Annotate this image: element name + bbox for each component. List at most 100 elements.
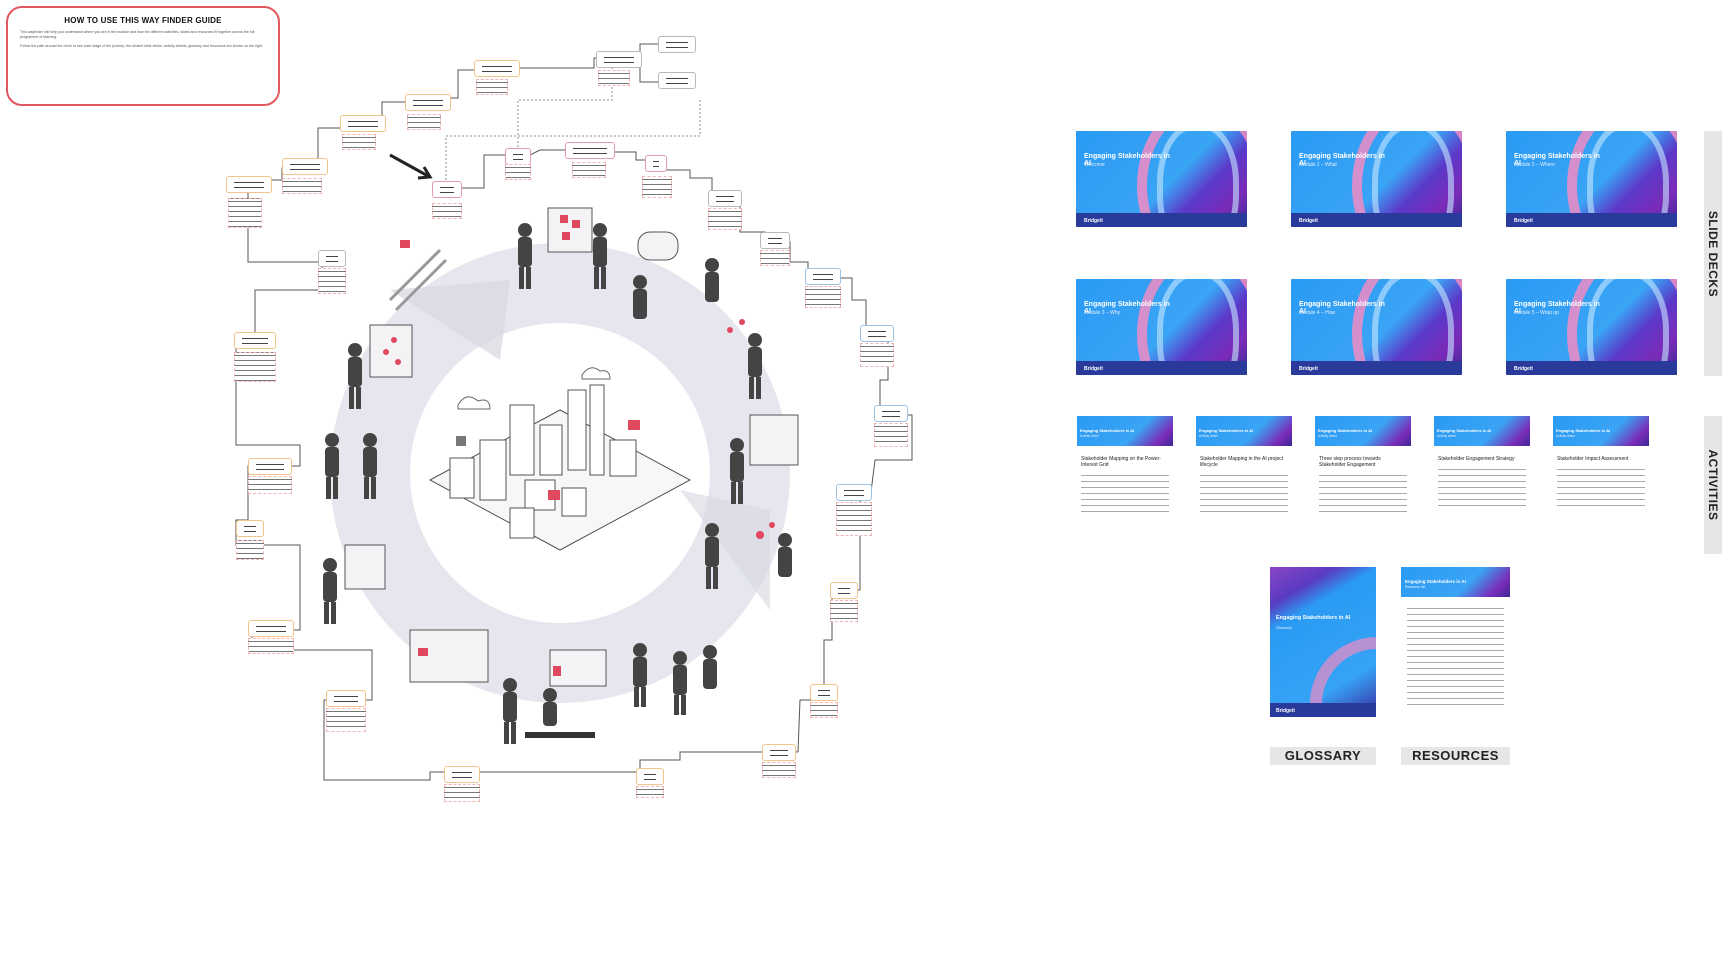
activity-kind: Activity sheet <box>1556 434 1575 438</box>
deck-title: Engaging Stakeholders in AI <box>1514 301 1600 315</box>
wayfinder-card[interactable] <box>326 690 366 707</box>
slide-deck-module-3[interactable]: Engaging Stakeholders in AI Module 3 – W… <box>1076 279 1247 375</box>
slide-deck-module-2[interactable]: Engaging Stakeholders in AI Module 2 – W… <box>1506 131 1677 227</box>
wayfinder-card[interactable] <box>318 250 346 267</box>
wayfinder-note <box>598 70 630 86</box>
deck-title: Engaging Stakeholders in AI <box>1299 301 1385 315</box>
deck-title: Engaging Stakeholders in AI <box>1299 153 1385 167</box>
wayfinder-card[interactable] <box>805 268 841 285</box>
activity-kind: Activity sheet <box>1437 434 1456 438</box>
wayfinder-card[interactable] <box>836 484 872 501</box>
glossary-document[interactable]: Engaging Stakeholders in AI Glossary Bri… <box>1270 567 1376 717</box>
guide-body-1: This wayfinder will help you understand … <box>20 30 255 39</box>
tab-slide-decks[interactable]: SLIDE DECKS <box>1704 131 1722 376</box>
wayfinder-note <box>407 114 441 130</box>
wayfinder-card[interactable] <box>658 72 696 89</box>
wayfinder-note <box>248 638 294 654</box>
activity-header: Engaging Stakeholders in AI <box>1080 428 1135 433</box>
wayfinder-note <box>318 268 346 294</box>
wayfinder-card[interactable] <box>282 158 328 175</box>
activity-title: Three step process towards Stakeholder E… <box>1319 456 1381 468</box>
deck-subtitle: Module 4 – How <box>1299 310 1336 316</box>
wayfinder-card[interactable] <box>248 458 292 475</box>
slide-deck-module-1[interactable]: Engaging Stakeholders in AI Module 1 – W… <box>1291 131 1462 227</box>
wayfinder-card[interactable] <box>340 115 386 132</box>
wayfinder-card[interactable] <box>708 190 742 207</box>
wayfinder-card[interactable] <box>226 176 272 193</box>
tab-activities-label: ACTIVITIES <box>1706 449 1720 521</box>
wayfinder-note <box>432 203 462 219</box>
deck-subtitle: Welcome <box>1084 162 1105 168</box>
wayfinder-card[interactable] <box>248 620 294 637</box>
wayfinder-card[interactable] <box>432 181 462 198</box>
slide-deck-module-4[interactable]: Engaging Stakeholders in AI Module 4 – H… <box>1291 279 1462 375</box>
slide-deck-module-5[interactable]: Engaging Stakeholders in AI Module 5 – W… <box>1506 279 1677 375</box>
wayfinder-note <box>248 476 292 494</box>
slide-deck-welcome[interactable]: Engaging Stakeholders in AI Welcome Brid… <box>1076 131 1247 227</box>
wayfinder-card[interactable] <box>860 325 894 342</box>
wayfinder-note <box>836 502 872 536</box>
deck-logo: Bridgeit <box>1299 366 1318 372</box>
tab-activities[interactable]: ACTIVITIES <box>1704 416 1722 554</box>
wayfinder-card[interactable] <box>474 60 520 77</box>
journey-illustration <box>323 207 799 744</box>
activity-title: Stakeholder Engagement Strategy <box>1438 456 1515 462</box>
wayfinder-card[interactable] <box>830 582 858 599</box>
resources-kind: Resource list <box>1405 585 1426 589</box>
wayfinder-note <box>236 540 264 560</box>
wayfinder-note <box>805 286 841 308</box>
resources-header: Engaging Stakeholders in AI <box>1405 579 1466 584</box>
deck-subtitle: Module 1 – What <box>1299 162 1337 168</box>
activity-title: Stakeholder Impact Assessment <box>1557 456 1629 462</box>
activity-kind: Activity sheet <box>1318 434 1337 438</box>
deck-title: Engaging Stakeholders in AI <box>1084 153 1170 167</box>
wayfinder-note <box>444 784 480 802</box>
wayfinder-note <box>326 708 366 732</box>
wayfinder-card[interactable] <box>762 744 796 761</box>
deck-logo: Bridgeit <box>1514 218 1533 224</box>
wayfinder-note <box>282 178 322 194</box>
deck-logo: Bridgeit <box>1084 366 1103 372</box>
wayfinder-note <box>572 162 606 178</box>
glossary-subtitle: Glossary <box>1276 625 1292 630</box>
wayfinder-card[interactable] <box>565 142 615 159</box>
wayfinder-note <box>830 600 858 622</box>
wayfinder-card[interactable] <box>405 94 451 111</box>
glossary-button[interactable]: GLOSSARY <box>1270 747 1376 765</box>
wayfinder-card[interactable] <box>658 36 696 53</box>
wayfinder-card[interactable] <box>874 405 908 422</box>
wayfinder-note <box>762 762 796 778</box>
wayfinder-note <box>476 79 508 95</box>
resources-button[interactable]: RESOURCES <box>1401 747 1510 765</box>
wayfinder-card[interactable] <box>444 766 480 783</box>
wayfinder-card[interactable] <box>810 684 838 701</box>
glossary-logo: Bridgeit <box>1276 708 1295 714</box>
activity-header: Engaging Stakeholders in AI <box>1437 428 1492 433</box>
wayfinder-card[interactable] <box>505 148 531 165</box>
deck-logo: Bridgeit <box>1514 366 1533 372</box>
wayfinder-card[interactable] <box>645 155 667 172</box>
wayfinder-note <box>234 352 276 382</box>
deck-title: Engaging Stakeholders in AI <box>1084 301 1170 315</box>
wayfinder-card[interactable] <box>596 51 642 68</box>
activity-title: Stakeholder Mapping on the Power-Interes… <box>1081 456 1161 468</box>
wayfinder-card[interactable] <box>236 520 264 537</box>
wayfinder-card[interactable] <box>636 768 664 785</box>
wayfinder-card[interactable] <box>760 232 790 249</box>
deck-logo: Bridgeit <box>1299 218 1318 224</box>
wayfinder-guide-box: HOW TO USE THIS WAY FINDER GUIDE This wa… <box>6 6 280 106</box>
deck-subtitle: Module 5 – Wrap up <box>1514 310 1559 316</box>
wayfinder-card[interactable] <box>234 332 276 349</box>
activity-kind: Activity sheet <box>1199 434 1218 438</box>
wayfinder-note <box>228 198 262 228</box>
activity-title: Stakeholder Mapping in the AI project li… <box>1200 456 1284 468</box>
wayfinder-note <box>708 208 742 230</box>
activity-kind: Activity sheet <box>1080 434 1099 438</box>
guide-body-2: Follow the path around the circle to see… <box>20 44 264 48</box>
